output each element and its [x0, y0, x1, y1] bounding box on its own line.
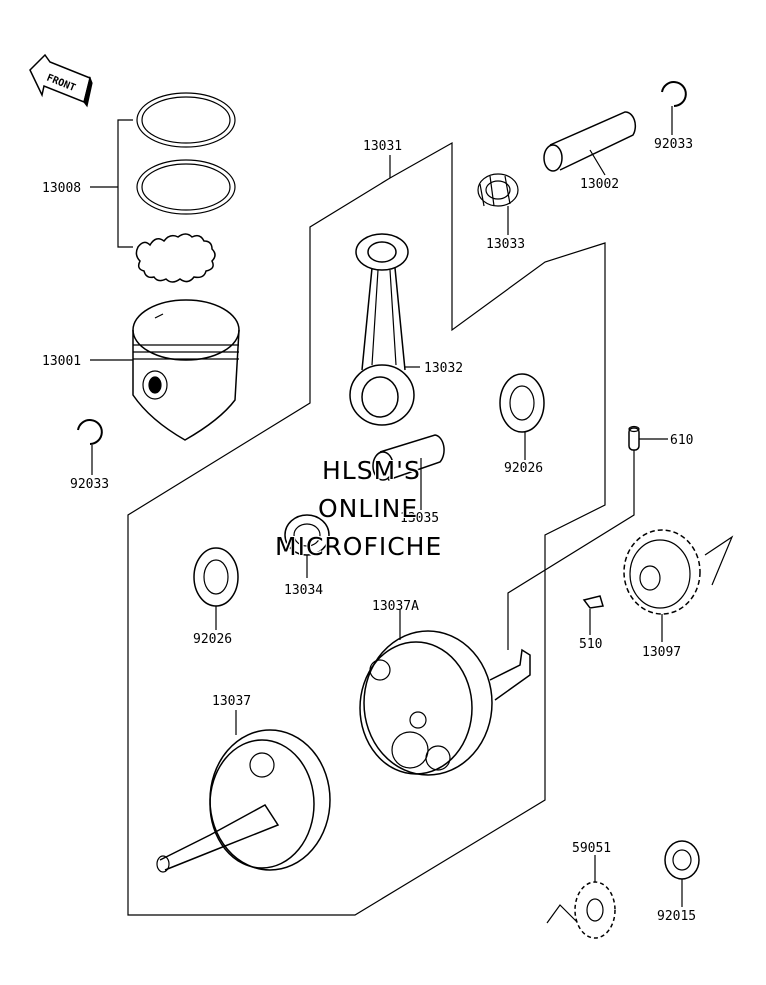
label-13097: 13097	[642, 645, 681, 660]
crank-half-right	[359, 630, 531, 776]
crank-pin	[372, 434, 445, 481]
woodruff-key	[582, 595, 604, 609]
label-13032: 13032	[424, 361, 463, 376]
label-510: 510	[579, 637, 602, 652]
gear-assembly-line	[507, 450, 635, 650]
connecting-rod	[349, 233, 415, 426]
pump-gear	[546, 881, 616, 939]
watermark-line-2: ONLINE	[318, 494, 419, 523]
label-92026-right: 92026	[504, 461, 543, 476]
label-13037: 13037	[212, 694, 251, 709]
label-92033-right: 92033	[654, 137, 693, 152]
piston-pin	[543, 111, 637, 172]
label-13037A: 13037A	[372, 599, 419, 614]
label-13002: 13002	[580, 177, 619, 192]
label-92033-left: 92033	[70, 477, 109, 492]
label-13008: 13008	[42, 181, 81, 196]
thrust-washer-right	[499, 373, 545, 433]
crank-gear	[623, 529, 734, 615]
label-13035: 13035	[400, 511, 439, 526]
label-13033: 13033	[486, 237, 525, 252]
label-13034: 13034	[284, 583, 323, 598]
watermark-line-1: HLSM'S	[322, 456, 421, 485]
piston	[132, 299, 240, 441]
assembly-outline	[127, 141, 606, 916]
label-92026-left: 92026	[193, 632, 232, 647]
flange-nut	[664, 840, 700, 880]
label-13031: 13031	[363, 139, 402, 154]
watermark-line-3: MICROFICHE	[275, 532, 443, 561]
label-610: 610	[670, 433, 693, 448]
thrust-washer-left	[193, 547, 239, 607]
leader-lines	[90, 106, 683, 907]
needle-bearing-top	[477, 173, 519, 207]
circlip-right	[661, 81, 687, 107]
piston-rings	[117, 92, 236, 283]
label-13001: 13001	[42, 354, 81, 369]
dowel-pin	[628, 425, 640, 451]
label-59051: 59051	[572, 841, 611, 856]
circlip-left	[77, 419, 103, 445]
front-arrow: FRONT	[29, 53, 93, 108]
crank-half-left	[156, 729, 331, 873]
label-92015: 92015	[657, 909, 696, 924]
